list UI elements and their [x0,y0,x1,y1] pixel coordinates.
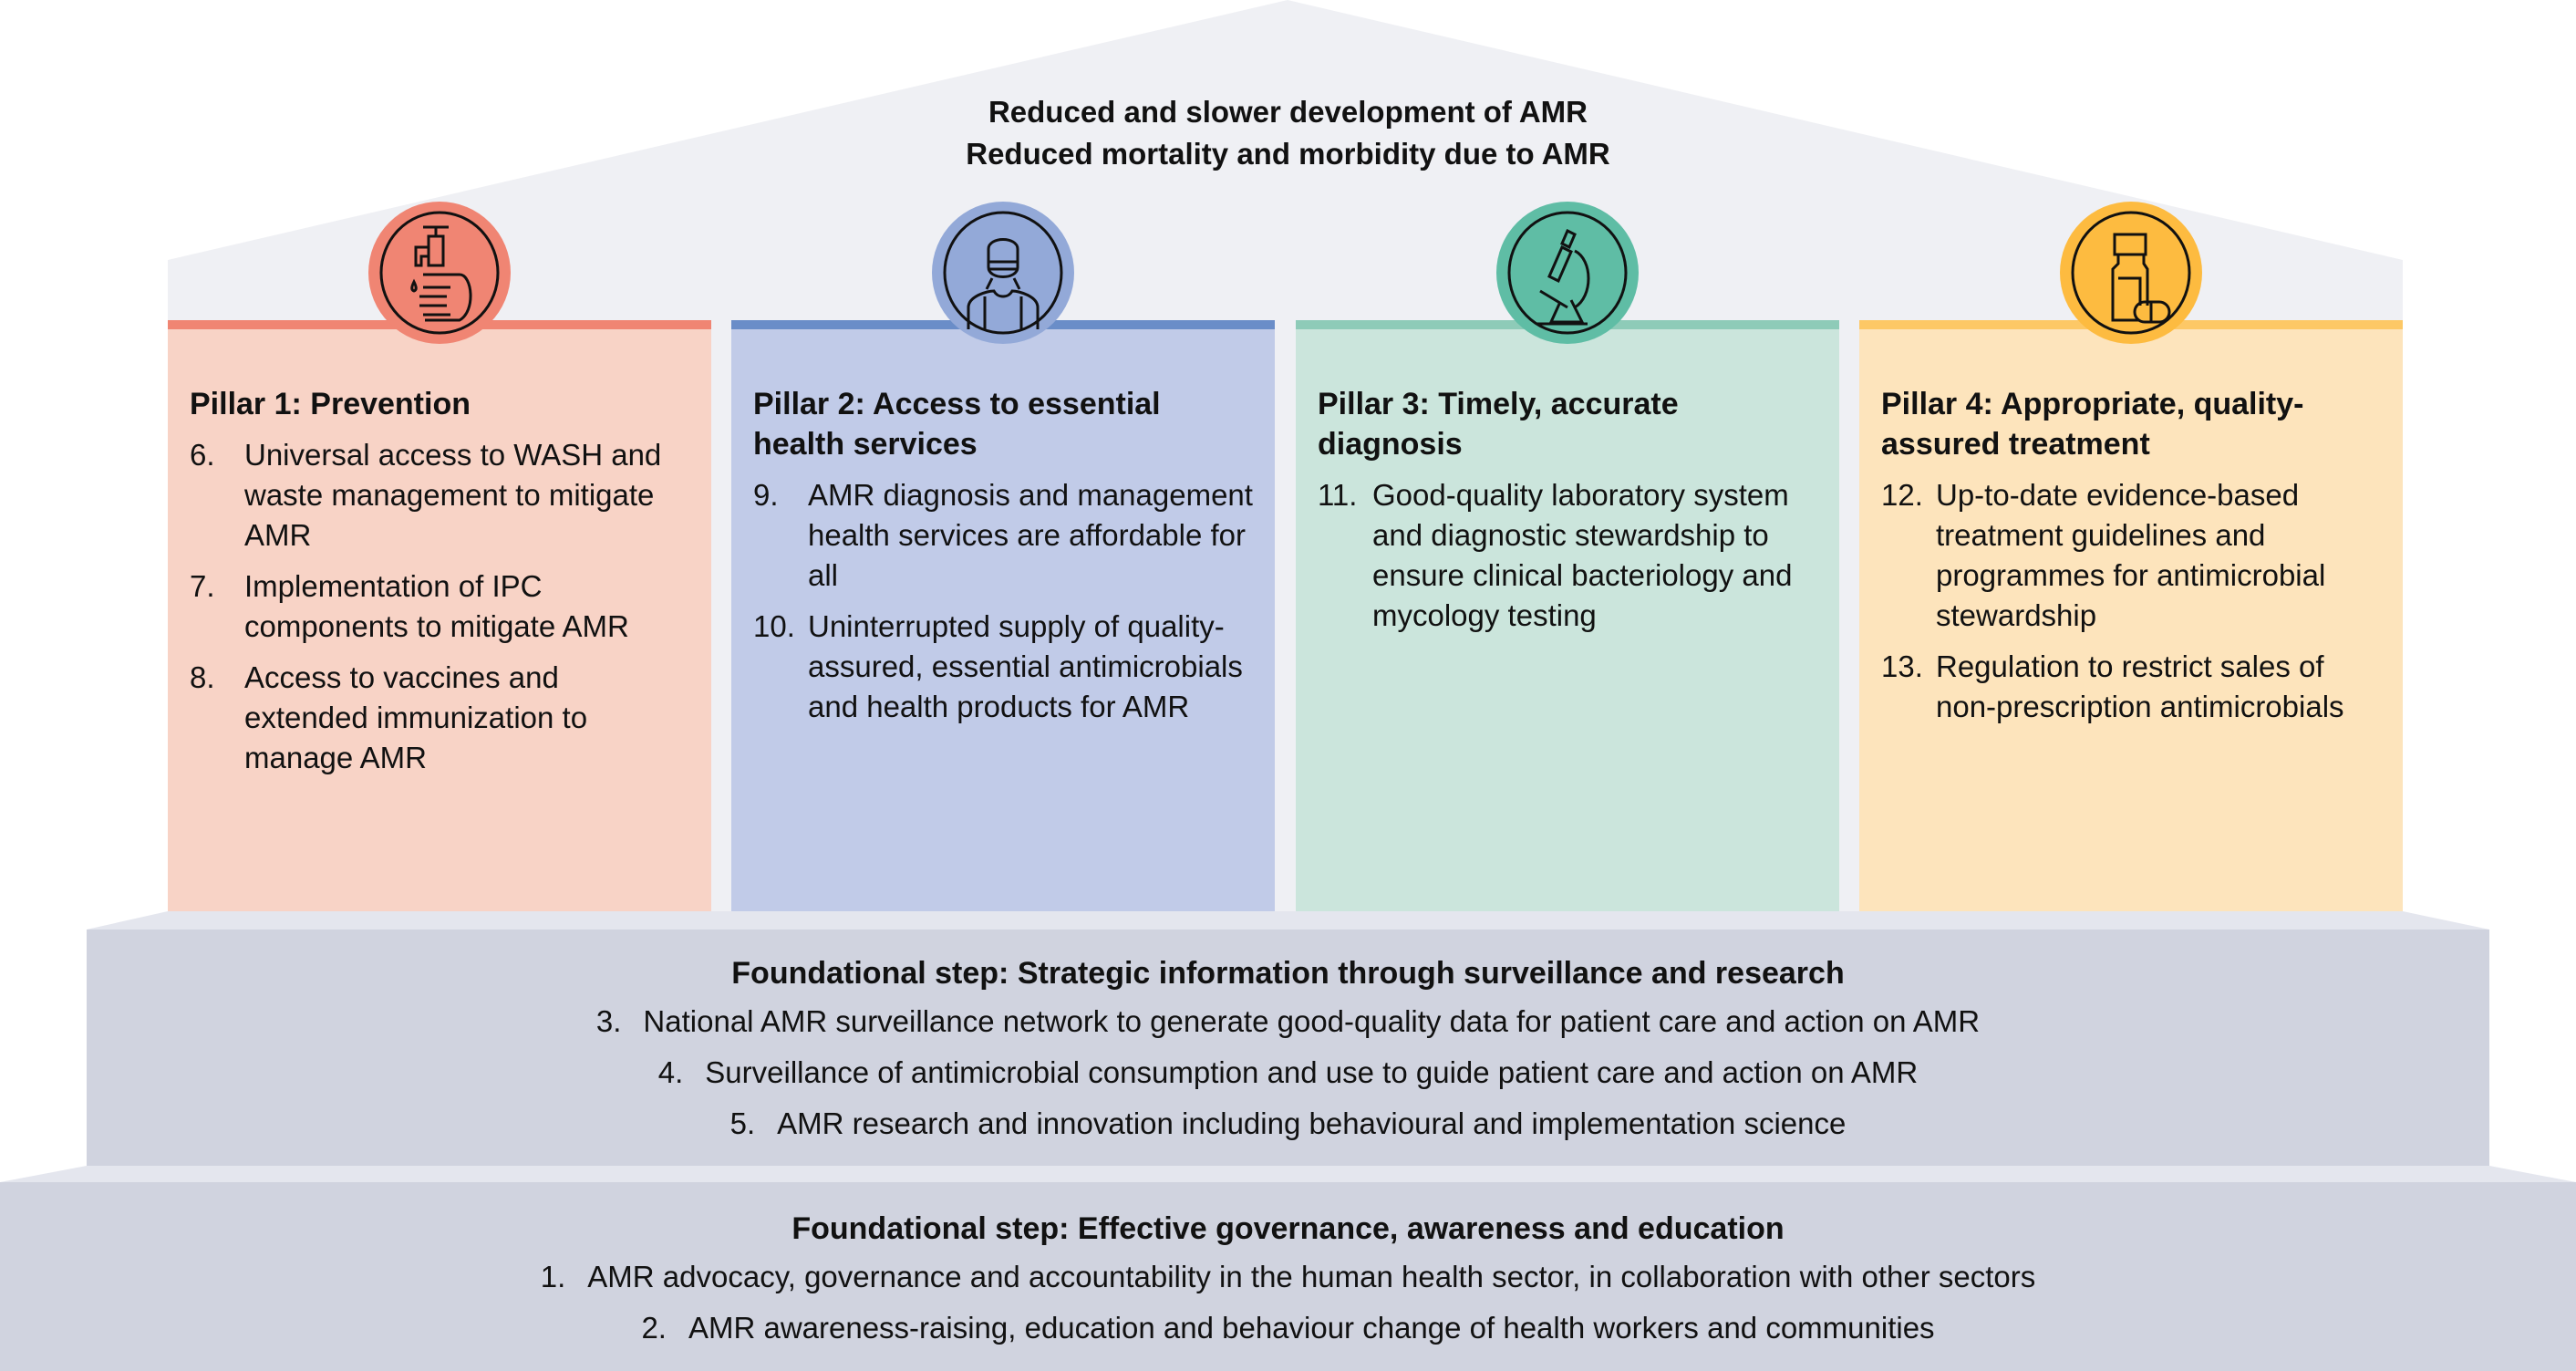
foundational-step-governance: Foundational step: Effective governance,… [0,1206,2576,1354]
pillar-3: Pillar 3: Timely, accurate diagnosis 11.… [1296,320,1839,911]
item-text: AMR diagnosis and management health serv… [808,478,1253,592]
item-text: Good-quality laboratory system and diagn… [1372,478,1793,632]
list-item: 13. Regulation to restrict sales of non-p… [1881,647,2381,727]
list-item: 11. Good-quality laboratory system and di… [1318,475,1817,636]
item-number: 9. [753,478,779,512]
step-title: Foundational step: Effective governance,… [791,1211,1785,1246]
item-number: 13. [1881,649,1923,683]
list-item: 9. AMR diagnosis and management health se… [753,475,1253,596]
hand-washing-tap-icon [368,202,511,344]
item-text: Surveillance of antimicrobial consumptio… [705,1055,1919,1089]
list-item: 4. Surveillance of antimicrobial consumpt… [87,1047,2489,1098]
item-text: Uninterrupted supply of quality-assured,… [808,609,1243,723]
step-upper [87,930,2489,1166]
item-number: 11. [1318,478,1358,512]
goals: Reduced and slower development of AMR Re… [0,91,2576,175]
microscope-icon [1496,202,1639,344]
item-number: 4. [657,1055,684,1089]
list-item: 12. Up-to-date evidence-based treatment g… [1881,475,2381,636]
item-number: 8. [190,660,215,694]
item-number: 12. [1881,478,1923,512]
pillar-title: Pillar 2: Access to essential health ser… [753,387,1161,462]
list-item: 5. AMR research and innovation including … [87,1098,2489,1149]
foundational-step-surveillance: Foundational step: Strategic information… [87,950,2489,1149]
item-number: 10. [753,609,795,643]
list-item: 2. AMR awareness-raising, education and b… [0,1303,2576,1354]
step-upper-edge [87,911,2489,930]
pillar-4: Pillar 4: Appropriate, quality-assured t… [1859,320,2403,911]
roof [168,0,2403,911]
pillar-title: Pillar 1: Prevention [190,387,471,421]
item-number: 3. [595,1004,622,1038]
step-lower-edge [0,1166,2576,1182]
item-text: Implementation of IPC components to miti… [244,569,629,643]
item-text: AMR awareness-raising, education and beh… [688,1311,1935,1345]
pillar-title: Pillar 4: Appropriate, quality-assured t… [1881,387,2304,462]
step-title: Foundational step: Strategic information… [731,956,1845,991]
item-number: 7. [190,569,215,603]
item-number: 6. [190,438,215,472]
step-lower [0,1182,2576,1371]
list-item: 6. Universal access to WASH and waste man… [190,435,689,556]
pillar-2: Pillar 2: Access to essential health ser… [731,320,1275,911]
item-text: National AMR surveillance network to gen… [643,1004,1981,1038]
list-item: 3. National AMR surveillance network to g… [87,996,2489,1047]
goal-1: Reduced and slower development of AMR [988,95,1588,129]
item-number: 2. [641,1311,667,1345]
item-text: Universal access to WASH and waste manag… [244,438,662,552]
goal-2: Reduced mortality and morbidity due to A… [966,137,1610,171]
item-number: 1. [540,1260,566,1293]
list-item: 8. Access to vaccines and extended immuni… [190,658,689,778]
list-item: 1. AMR advocacy, governance and accountab… [0,1252,2576,1303]
item-text: Up-to-date evidence-based treatment guid… [1936,478,2326,632]
item-number: 5. [729,1106,756,1140]
item-text: Access to vaccines and extended immuniza… [244,660,588,774]
item-text: Regulation to restrict sales of non-pres… [1936,649,2344,723]
list-item: 7. Implementation of IPC components to mi… [190,566,689,647]
item-text: AMR advocacy, governance and accountabil… [587,1260,2036,1293]
pillar-title: Pillar 3: Timely, accurate diagnosis [1318,387,1679,462]
item-text: AMR research and innovation including be… [777,1106,1847,1140]
medicine-bottle-pill-icon [2060,202,2202,344]
list-item: 10. Uninterrupted supply of quality-assur… [753,607,1253,727]
health-worker-mask-icon [932,202,1074,344]
pillar-1: Pillar 1: Prevention 6. Universal access … [168,320,711,911]
